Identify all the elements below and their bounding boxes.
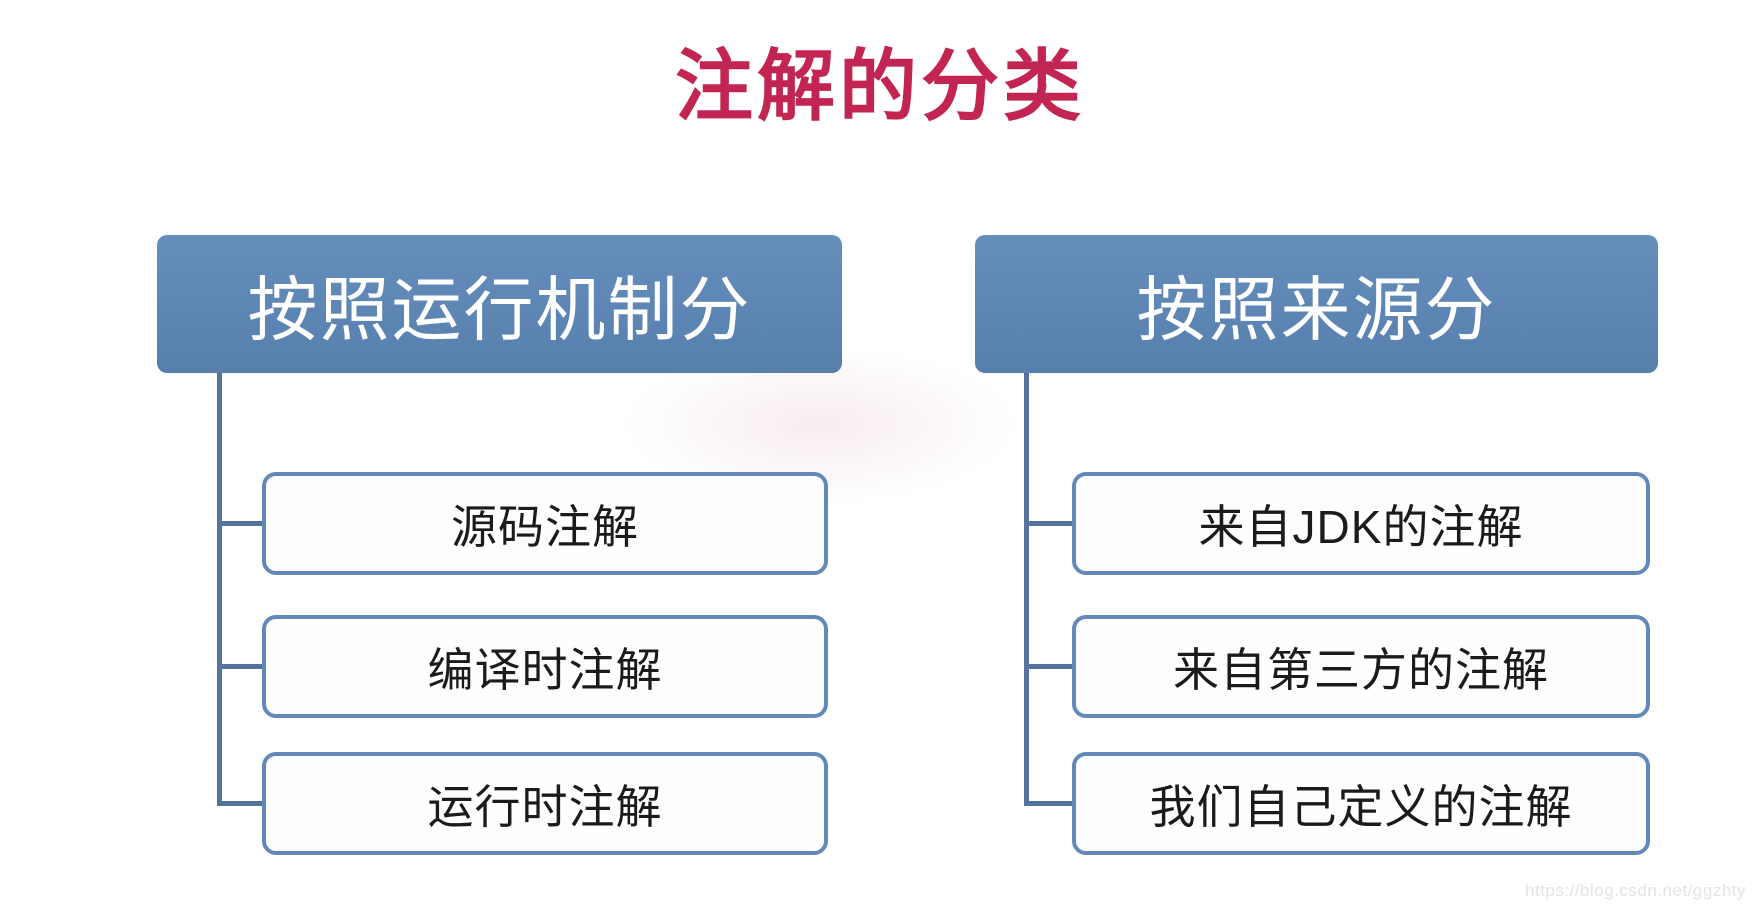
child-node-label: 来自JDK的注解 <box>1198 500 1524 553</box>
connector-stub <box>1024 801 1072 806</box>
group-header-box-run-mechanism: 按照运行机制分 <box>157 235 842 373</box>
child-node-compile-time-annotation: 编译时注解 <box>262 615 828 718</box>
child-node-label: 来自第三方的注解 <box>1173 643 1549 696</box>
child-node-label: 我们自己定义的注解 <box>1149 780 1573 833</box>
child-node-label: 编译时注解 <box>427 643 663 696</box>
child-node-jdk-annotation: 来自JDK的注解 <box>1072 472 1650 575</box>
child-node-runtime-annotation: 运行时注解 <box>262 752 828 855</box>
connector-stub <box>1024 664 1072 669</box>
child-node-source-annotation: 源码注解 <box>262 472 828 575</box>
child-node-label: 运行时注解 <box>427 780 663 833</box>
child-node-custom-annotation: 我们自己定义的注解 <box>1072 752 1650 855</box>
connector-stub <box>217 801 262 806</box>
group-header-box-by-source: 按照来源分 <box>975 235 1658 373</box>
child-node-label: 源码注解 <box>451 500 639 553</box>
connector-vertical-line <box>1024 373 1029 806</box>
watermark-url: https://blog.csdn.net/ggzhty <box>1525 881 1746 900</box>
group-header-label: 按照运行机制分 <box>247 270 752 349</box>
connector-stub <box>217 521 262 526</box>
group-header-label: 按照来源分 <box>1136 270 1497 349</box>
page-title: 注解的分类 <box>674 42 1085 130</box>
connector-vertical-line <box>217 373 222 806</box>
connector-stub <box>217 664 262 669</box>
connector-stub <box>1024 521 1072 526</box>
child-node-third-party-annotation: 来自第三方的注解 <box>1072 615 1650 718</box>
